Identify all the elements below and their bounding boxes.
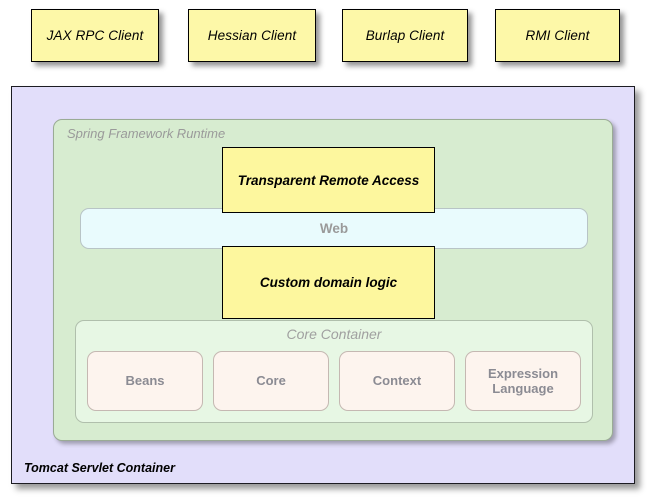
tomcat-servlet-container-label: Tomcat Servlet Container [24,461,175,475]
core-module-list: Beans Core Context Expression Language [87,351,581,411]
client-label: Burlap Client [365,28,445,43]
core-module-expression-language[interactable]: Expression Language [465,351,581,411]
core-module-label: Expression Language [487,365,559,396]
web-layer-label: Web [319,221,349,236]
client-label: Hessian Client [207,28,297,43]
core-container: Core Container Beans Core Context Expres… [75,320,593,423]
client-box-burlap[interactable]: Burlap Client [342,9,468,62]
core-module-beans[interactable]: Beans [87,351,203,411]
core-module-label: Core [256,373,286,389]
client-box-hessian[interactable]: Hessian Client [188,9,316,62]
core-module-label: Beans [125,373,165,389]
client-label: RMI Client [525,28,590,43]
transparent-remote-access-box[interactable]: Transparent Remote Access [222,147,435,213]
core-module-context[interactable]: Context [339,351,455,411]
overlay-label: Custom domain logic [259,275,398,290]
web-layer: Web [80,208,588,249]
client-box-jax-rpc[interactable]: JAX RPC Client [31,9,159,62]
custom-domain-logic-box[interactable]: Custom domain logic [222,246,435,319]
tomcat-servlet-container: Spring Framework Runtime Web Core Contai… [11,86,635,484]
spring-framework-runtime-label: Spring Framework Runtime [67,126,226,141]
overlay-label: Transparent Remote Access [237,172,420,188]
client-label: JAX RPC Client [46,28,144,43]
core-module-label: Context [372,373,422,389]
client-box-rmi[interactable]: RMI Client [495,9,620,62]
core-module-core[interactable]: Core [213,351,329,411]
core-container-label: Core Container [286,326,382,342]
